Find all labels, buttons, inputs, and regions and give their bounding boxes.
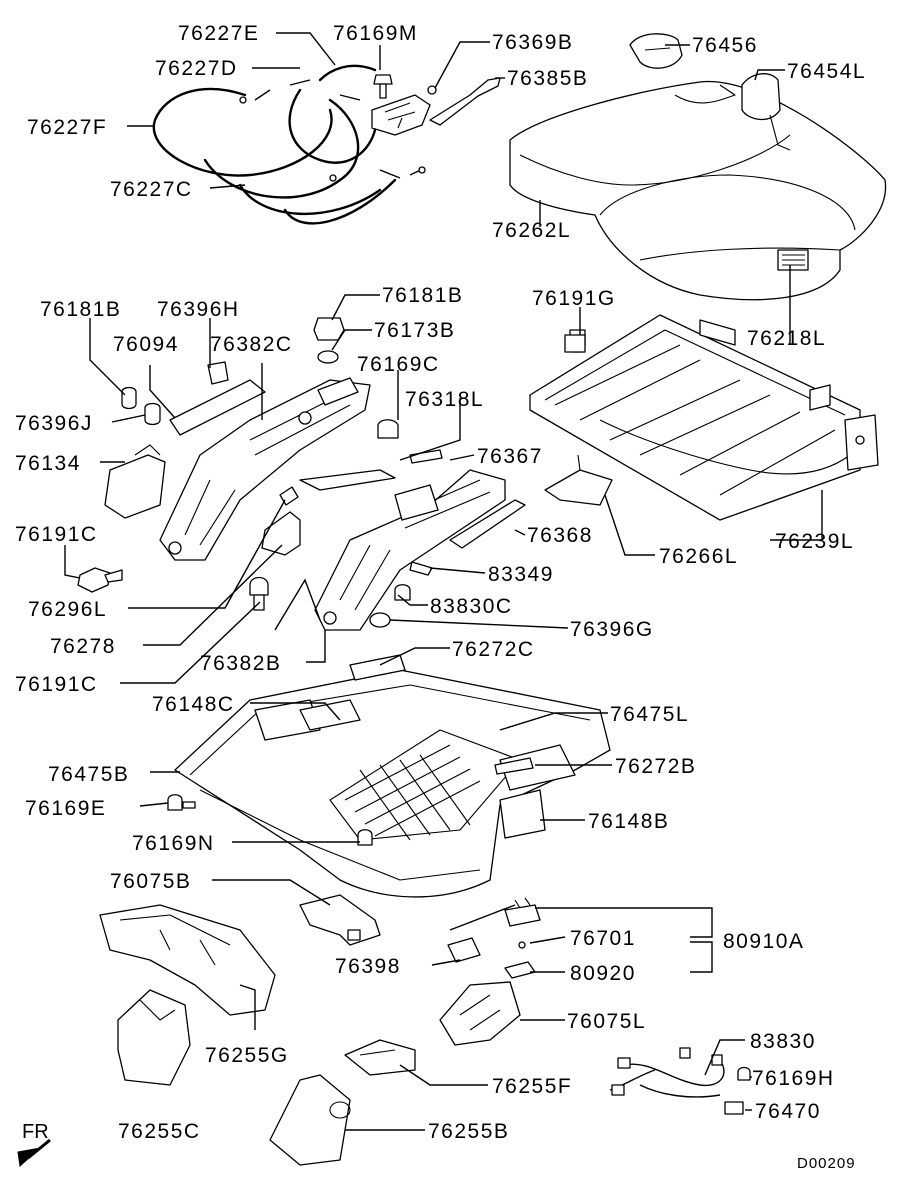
seat-cushion-drawing — [509, 81, 887, 301]
frame-bracket-drawing — [544, 454, 613, 506]
leader-lines — [64, 32, 823, 1131]
bracket-and-rod-drawing — [371, 74, 501, 136]
label-76227C: 76227C — [110, 178, 193, 201]
label-76296L: 76296L — [28, 598, 107, 621]
label-76318L: 76318L — [405, 388, 484, 411]
label-76148B: 76148B — [588, 810, 669, 833]
label-80910A: 80910A — [723, 930, 804, 953]
label-76181B-a: 76181B — [40, 298, 121, 321]
label-76239L: 76239L — [775, 530, 854, 553]
label-76396J: 76396J — [15, 412, 93, 435]
label-76475L: 76475L — [610, 703, 689, 726]
label-76385B: 76385B — [507, 67, 588, 90]
label-76470: 76470 — [755, 1100, 821, 1123]
lower-bolts-drawing — [167, 794, 373, 846]
label-76369B: 76369B — [492, 31, 573, 54]
front-direction-arrow — [17, 1138, 51, 1167]
label-76169N: 76169N — [132, 832, 215, 855]
switch-brackets-drawing — [299, 894, 541, 1046]
label-76396G: 76396G — [570, 618, 654, 641]
label-76255C: 76255C — [118, 1120, 201, 1143]
middle-fasteners-drawing — [249, 486, 321, 631]
left-rail-drawing — [104, 377, 371, 561]
label-83830C: 83830C — [430, 595, 513, 618]
hinge-cover-drawing — [629, 33, 791, 151]
label-76075B: 76075B — [110, 870, 191, 893]
label-76255F: 76255F — [492, 1075, 572, 1098]
right-rail-drawing — [299, 449, 526, 631]
label-76075L: 76075L — [567, 1010, 646, 1033]
wiring-harness-drawing — [609, 1047, 751, 1115]
label-76218L: 76218L — [747, 327, 826, 350]
label-76266L: 76266L — [659, 545, 738, 568]
label-76475B: 76475B — [48, 763, 129, 786]
label-76169M: 76169M — [333, 22, 418, 45]
label-76191C-b: 76191C — [15, 673, 98, 696]
cover-panels-drawing — [99, 904, 416, 1166]
label-76398: 76398 — [335, 955, 401, 978]
label-76255B: 76255B — [428, 1120, 509, 1143]
label-80920: 80920 — [570, 962, 636, 985]
label-76701: 76701 — [570, 927, 636, 950]
label-76368: 76368 — [527, 524, 593, 547]
label-76367: 76367 — [477, 445, 543, 468]
label-76134: 76134 — [15, 452, 81, 475]
left-fasteners-drawing — [77, 317, 586, 593]
label-76227F: 76227F — [27, 116, 107, 139]
label-76191G: 76191G — [532, 287, 616, 310]
label-76173B: 76173B — [374, 319, 455, 342]
label-76191C-a: 76191C — [15, 523, 98, 546]
label-76454L: 76454L — [787, 60, 866, 83]
label-76262L: 76262L — [492, 219, 571, 242]
label-83830: 83830 — [750, 1030, 816, 1053]
label-76181B-b: 76181B — [382, 284, 463, 307]
label-76169C: 76169C — [357, 353, 440, 376]
label-76169E: 76169E — [25, 797, 106, 820]
label-76396H: 76396H — [157, 298, 240, 321]
label-83349: 83349 — [488, 563, 554, 586]
part-labels: 76227E 76169M 76369B 76456 76227D 76385B… — [15, 22, 866, 1172]
label-76382B: 76382B — [200, 652, 281, 675]
label-76148C: 76148C — [152, 693, 235, 716]
diagram-code: D00209 — [797, 1155, 856, 1172]
label-76382C: 76382C — [210, 333, 293, 356]
label-76456: 76456 — [692, 34, 758, 57]
base-pan-drawing — [174, 654, 611, 898]
label-76227D: 76227D — [155, 57, 238, 80]
label-76169H: 76169H — [752, 1067, 835, 1090]
label-76227E: 76227E — [178, 22, 259, 45]
label-76094: 76094 — [113, 333, 179, 356]
label-76278: 76278 — [50, 635, 116, 658]
seat-frame-drawing — [529, 314, 879, 521]
label-76255G: 76255G — [205, 1044, 289, 1067]
front-direction-label: FR — [22, 1121, 49, 1143]
label-76272C: 76272C — [452, 638, 535, 661]
label-76272B: 76272B — [615, 755, 696, 778]
